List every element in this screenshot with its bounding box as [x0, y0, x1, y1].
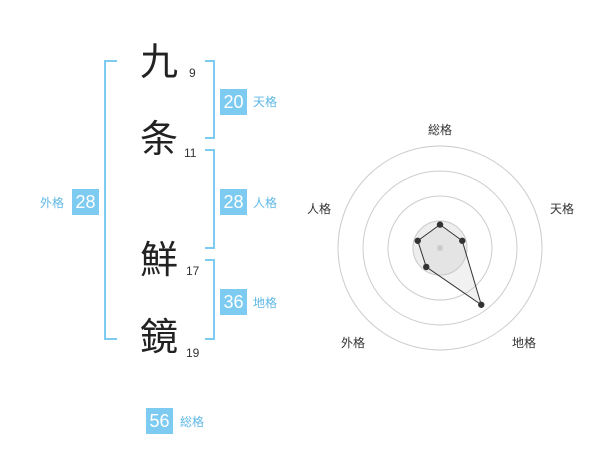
- jinkaku-value: 28: [220, 189, 247, 215]
- radar-points: [414, 221, 485, 308]
- radar-axis-label-jinkaku: 人格: [307, 202, 332, 216]
- radar-axis-label-chikaku: 地格: [512, 336, 537, 350]
- jinkaku-bracket: [205, 149, 215, 249]
- soukaku-label: 総格: [180, 415, 205, 429]
- gaikaku-bracket: [104, 60, 117, 340]
- radar-point-5: [414, 237, 421, 244]
- radar-ring: [362, 170, 518, 326]
- stroke-count-4: 19: [186, 346, 200, 360]
- radar-point-4: [423, 263, 430, 271]
- stroke-count-1: 9: [189, 66, 196, 80]
- radar-axis-label-gaikaku: 外格: [341, 336, 366, 350]
- chikaku-value: 36: [220, 289, 247, 315]
- stroke-count-3: 17: [186, 264, 200, 278]
- gaikaku-value: 28: [72, 189, 99, 215]
- radar-axis-label-soukaku: 総格: [428, 123, 453, 137]
- name-char-4: 鏡: [140, 315, 179, 359]
- radar-polygon: [417, 223, 483, 307]
- chikaku-bracket: [205, 259, 215, 340]
- tenkaku-label: 天格: [253, 95, 278, 109]
- radar-ring: [387, 195, 493, 301]
- chikaku-label: 地格: [253, 296, 278, 310]
- radar-point-2: [459, 237, 466, 244]
- name-char-2: 条: [140, 117, 179, 161]
- gaikaku-label: 外格: [40, 196, 65, 210]
- stroke-count-2: 11: [184, 146, 197, 160]
- tenkaku-bracket: [205, 60, 215, 139]
- radar-center-marker: [437, 245, 443, 251]
- name-char-1: 九: [140, 40, 179, 84]
- radar-axis-label-tenkaku: 天格: [550, 202, 575, 216]
- radar-ring: [337, 145, 543, 351]
- radar-point-3: [478, 301, 485, 308]
- soukaku-value: 56: [146, 408, 173, 434]
- jinkaku-label: 人格: [253, 196, 278, 210]
- tenkaku-value: 20: [220, 89, 247, 115]
- name-char-3: 鮮: [140, 238, 179, 282]
- radar-point-1: [436, 221, 444, 228]
